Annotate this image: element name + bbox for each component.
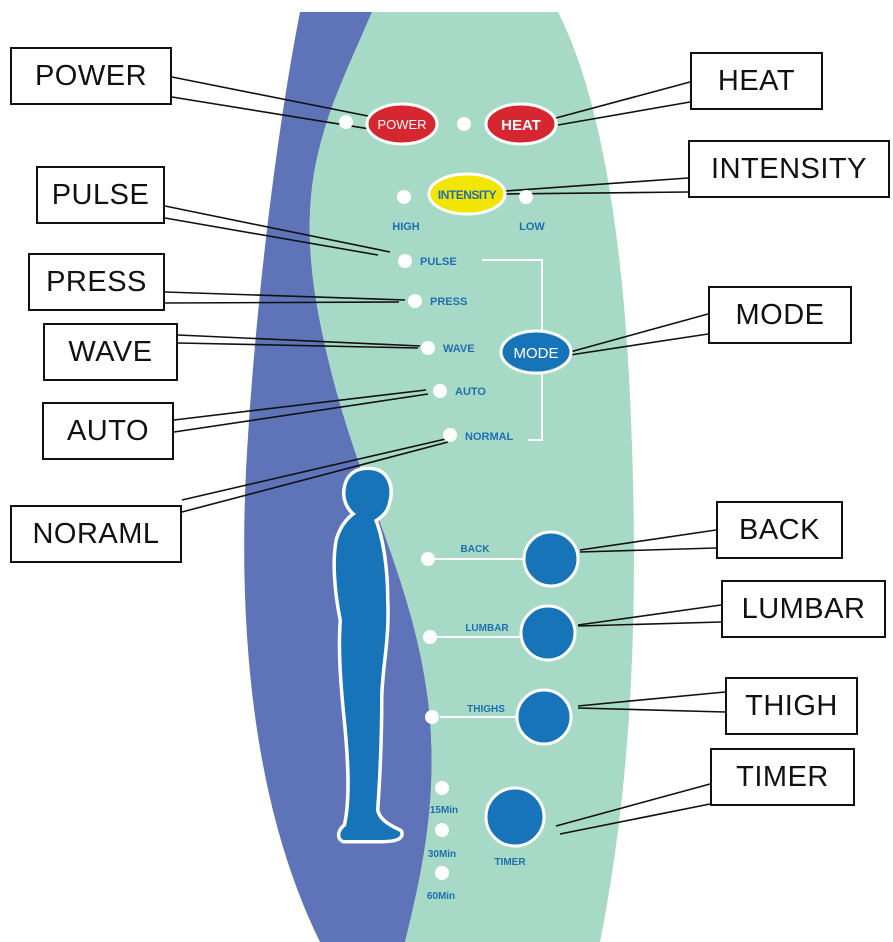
high-indicator-led xyxy=(397,190,411,204)
high-label: HIGH xyxy=(392,221,420,233)
callout-wave: WAVE xyxy=(43,323,178,381)
intensity-button[interactable]: INTENSITY xyxy=(429,174,505,214)
callout-lumbar: LUMBAR xyxy=(721,580,886,638)
normal-indicator-led xyxy=(443,428,457,442)
callout-normal: NORAML xyxy=(10,505,182,563)
callout-back: BACK xyxy=(716,501,843,559)
zone-label-thighs: THIGHS xyxy=(467,704,505,715)
timer-label-15: 15Min xyxy=(430,805,458,816)
heat-button-label: HEAT xyxy=(501,117,541,134)
mode-button[interactable]: MODE xyxy=(501,331,571,373)
mode-label-pulse: PULSE xyxy=(420,256,457,268)
wave-indicator-led xyxy=(421,341,435,355)
mode-button-label: MODE xyxy=(514,345,559,362)
zone-label-lumbar: LUMBAR xyxy=(465,623,509,634)
timer-60-indicator-led xyxy=(435,866,449,880)
back-button[interactable] xyxy=(524,532,578,586)
lumbar-button[interactable] xyxy=(521,606,575,660)
heat-button[interactable]: HEAT xyxy=(486,104,556,144)
timer-30-indicator-led xyxy=(435,823,449,837)
timer-label-30: 30Min xyxy=(428,849,456,860)
callout-heat: HEAT xyxy=(690,52,823,110)
timer-button-label: TIMER xyxy=(494,857,526,868)
mode-label-normal: NORMAL xyxy=(465,431,514,443)
back-indicator-led xyxy=(421,552,435,566)
callout-thigh: THIGH xyxy=(725,677,858,735)
mode-label-press: PRESS xyxy=(430,296,467,308)
mode-label-auto: AUTO xyxy=(455,386,486,398)
callout-press: PRESS xyxy=(28,253,165,311)
thighs-button[interactable] xyxy=(517,690,571,744)
callout-auto: AUTO xyxy=(42,402,174,460)
timer-label-60: 60Min xyxy=(427,891,455,902)
low-indicator-led xyxy=(519,190,533,204)
intensity-button-label: INTENSITY xyxy=(438,188,497,202)
lumbar-indicator-led xyxy=(423,630,437,644)
mode-label-wave: WAVE xyxy=(443,343,475,355)
callout-power: POWER xyxy=(10,47,172,105)
zone-label-back: BACK xyxy=(461,544,491,555)
power-button[interactable]: POWER xyxy=(367,104,437,144)
press-indicator-led xyxy=(408,294,422,308)
timer-15-indicator-led xyxy=(435,781,449,795)
power-button-label: POWER xyxy=(377,117,426,132)
auto-indicator-led xyxy=(433,384,447,398)
thighs-indicator-led xyxy=(425,710,439,724)
callout-pulse: PULSE xyxy=(36,166,165,224)
callout-timer: TIMER xyxy=(710,748,855,806)
low-label: LOW xyxy=(519,221,545,233)
callout-mode: MODE xyxy=(708,286,852,344)
callout-intensity: INTENSITY xyxy=(688,140,890,198)
timer-button[interactable] xyxy=(486,788,544,846)
power-indicator-led xyxy=(339,115,353,129)
pulse-indicator-led xyxy=(398,254,412,268)
heat-indicator-led xyxy=(457,117,471,131)
